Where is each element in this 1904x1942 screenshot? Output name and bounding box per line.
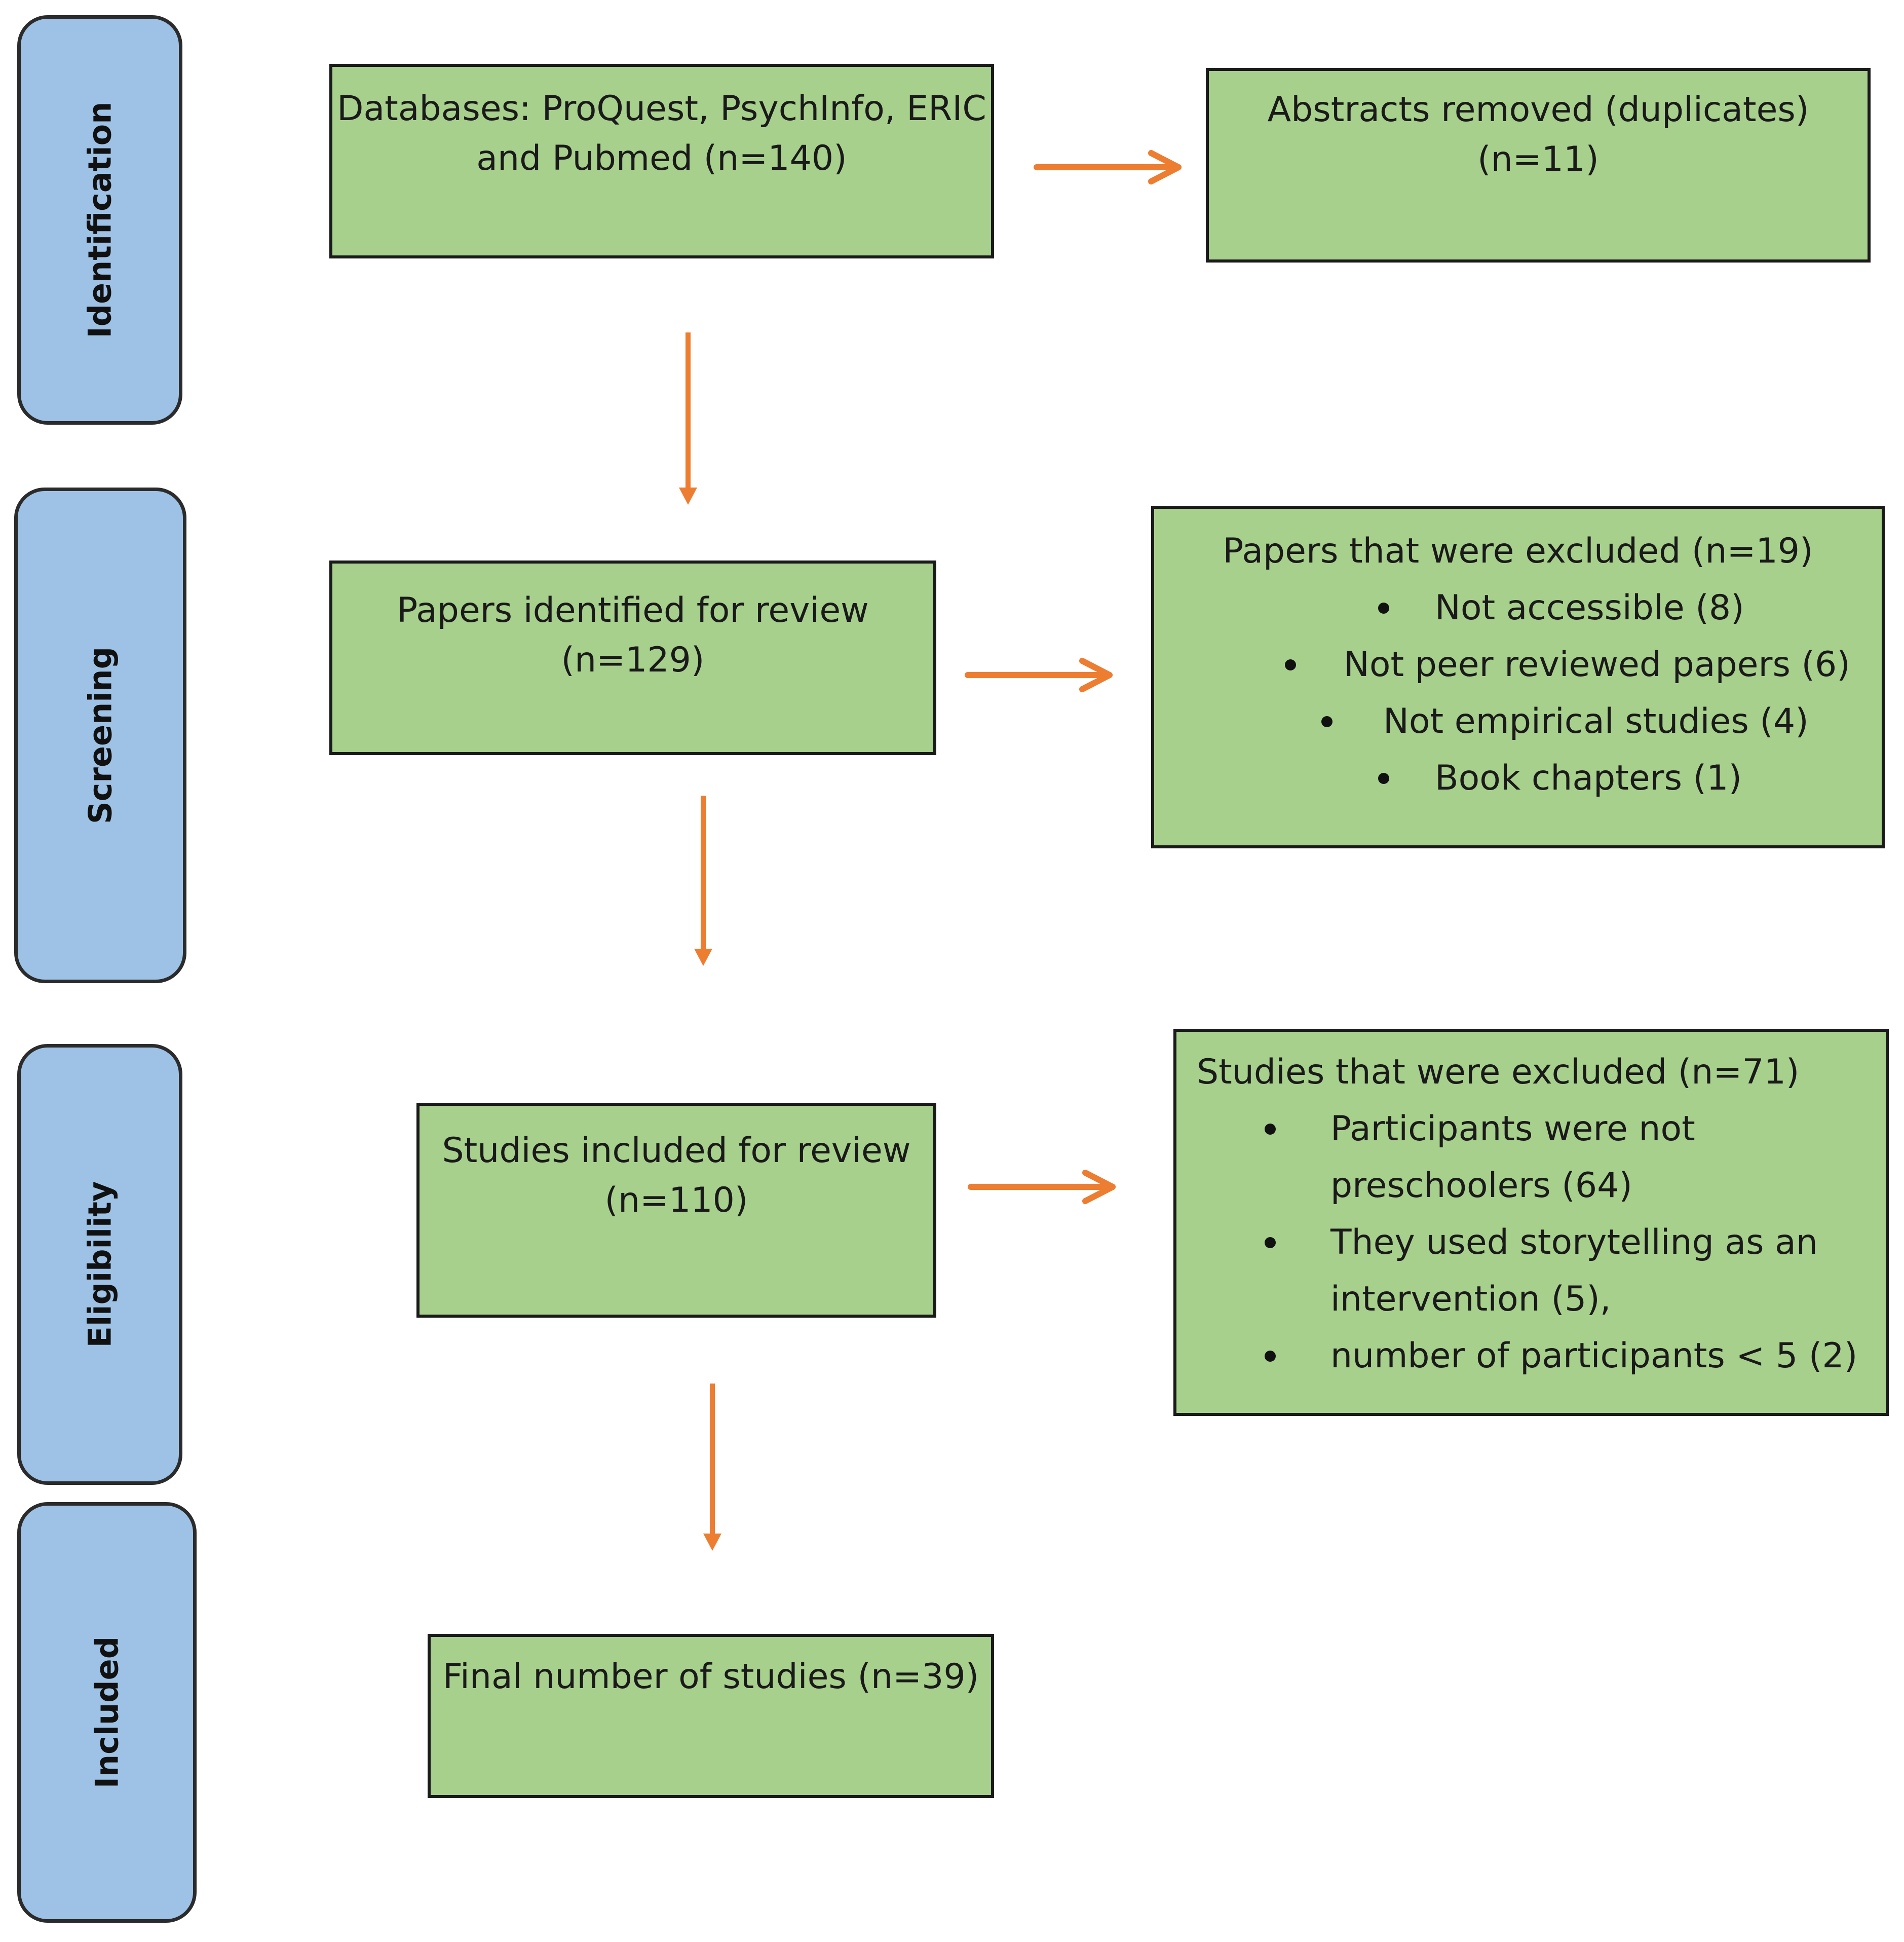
studies-included-line1: Studies included for review (442, 1131, 911, 1171)
arrow-to-studies-excluded (968, 1170, 1116, 1204)
papers-identified-line2: (n=129) (561, 640, 705, 680)
studies-excluded-title: Studies that were excluded (n=71) (1197, 1052, 1800, 1092)
arrow-to-papers-identified (679, 332, 697, 505)
studies-included-line2: (n=110) (604, 1180, 748, 1220)
final-box: Final number of studies (n=39) (428, 1634, 994, 1798)
bullet-icon (1321, 716, 1332, 727)
stage-screening: Screening (14, 488, 186, 983)
databases-line1: Databases: ProQuest, PsychInfo, ERIC (337, 89, 986, 129)
duplicates-box: Abstracts removed (duplicates) (n=11) (1206, 68, 1871, 263)
arrow-to-papers-excluded (965, 658, 1113, 692)
bullet-icon (1285, 659, 1296, 670)
list-item: Book chapters (1) (1154, 750, 1882, 807)
list-item: Not accessible (8) (1154, 580, 1882, 637)
list-item: They used storytelling as an interventio… (1176, 1214, 1886, 1328)
studies-included-box: Studies included for review (n=110) (416, 1103, 936, 1318)
list-item: Not empirical studies (4) (1154, 693, 1882, 750)
list-item: number of participants < 5 (2) (1176, 1328, 1886, 1385)
papers-identified-box: Papers identified for review (n=129) (329, 561, 936, 755)
papers-excluded-box: Papers that were excluded (n=19) Not acc… (1151, 506, 1885, 848)
papers-excluded-title: Papers that were excluded (n=19) (1223, 531, 1813, 571)
stage-eligibility: Eligibility (17, 1044, 182, 1485)
papers-excluded-list: Not accessible (8) Not peer reviewed pap… (1154, 580, 1882, 807)
stage-identification: Identification (17, 15, 182, 425)
papers-identified-line1: Papers identified for review (397, 590, 869, 630)
final-line1: Final number of studies (n=39) (442, 1657, 979, 1697)
databases-box: Databases: ProQuest, PsychInfo, ERIC and… (329, 64, 994, 258)
list-item: Participants were not preschoolers (64) (1176, 1101, 1886, 1214)
list-item: Not peer reviewed papers (6) (1154, 637, 1882, 693)
bullet-icon (1378, 773, 1389, 784)
studies-excluded-box: Studies that were excluded (n=71) Partic… (1173, 1029, 1889, 1416)
bullet-icon (1265, 1124, 1276, 1135)
databases-line2: and Pubmed (n=140) (476, 138, 847, 178)
arrow-to-studies-included (694, 796, 712, 966)
stage-included: Included (17, 1502, 197, 1923)
bullet-icon (1265, 1351, 1276, 1362)
bullet-icon (1378, 603, 1389, 614)
arrow-to-duplicates (1034, 150, 1182, 184)
arrow-to-final (703, 1384, 721, 1551)
bullet-icon (1265, 1237, 1276, 1248)
duplicates-line2: (n=11) (1477, 139, 1599, 179)
duplicates-line1: Abstracts removed (duplicates) (1267, 90, 1809, 130)
